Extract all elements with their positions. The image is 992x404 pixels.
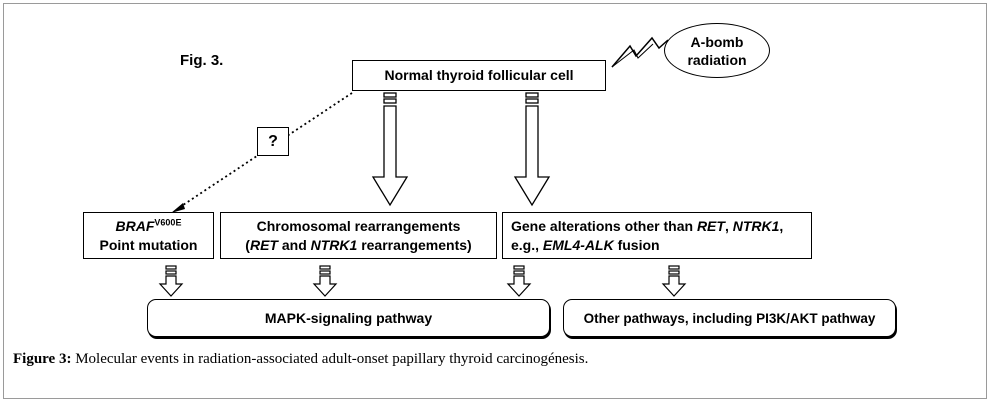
gene-line2: e.g., EML4-ALK fusion: [511, 236, 660, 255]
hollow-arrow-chromosomal: [371, 92, 409, 207]
small-arrow-gene-mapk: [506, 265, 532, 297]
chrom-and: and: [277, 236, 311, 253]
caption-label: Figure 3:: [13, 351, 72, 367]
lightning-bolt-inner: [611, 43, 654, 68]
other-pathways-box: Other pathways, including PI3K/AKT pathw…: [563, 299, 896, 337]
question-box: ?: [257, 127, 289, 156]
gene-ntrk1: NTRK1: [732, 217, 780, 234]
chrom-line1: Chromosomal rearrangements: [256, 217, 461, 234]
question-mark: ?: [268, 132, 278, 150]
normal-cell-box: Normal thyroid follicular cell: [352, 60, 606, 91]
gene-eg: e.g.,: [511, 236, 543, 253]
small-arrow-braf: [158, 265, 184, 297]
chrom-paren: (: [245, 236, 250, 253]
small-arrow-gene-other: [661, 265, 687, 297]
figure-caption: Figure 3: Molecular events in radiation-…: [13, 351, 588, 368]
dotted-arrow: [179, 92, 353, 208]
braf-box: BRAFV600E Point mutation: [83, 212, 214, 259]
chrom-ret: RET: [249, 236, 278, 253]
gene-fusion: fusion: [613, 236, 660, 253]
abomb-ellipse: A-bomb radiation: [664, 23, 770, 78]
braf-superscript: V600E: [154, 216, 182, 227]
gene-eml4: EML4-ALK: [542, 236, 614, 253]
normal-cell-text: Normal thyroid follicular cell: [384, 67, 574, 83]
gene-comma: ,: [724, 217, 733, 234]
dotted-arrow-head: [171, 203, 185, 213]
caption-text: Molecular events in radiation-associated…: [71, 351, 589, 367]
braf-line2: Point mutation: [99, 236, 198, 253]
gene-comma2: ,: [779, 217, 784, 234]
small-arrow-chrom: [312, 265, 338, 297]
braf-line1: BRAFV600E: [116, 217, 182, 236]
lightning-bolt: [611, 36, 669, 68]
figure-frame: [3, 3, 987, 399]
other-pathways-text: Other pathways, including PI3K/AKT pathw…: [583, 310, 876, 326]
chrom-tail: rearrangements): [357, 236, 472, 253]
hollow-arrow-gene: [513, 92, 551, 207]
chrom-line2: (RET and NTRK1 rearrangements): [245, 236, 471, 255]
gene-prefix: Gene alterations other than: [511, 217, 697, 234]
gene-alterations-box: Gene alterations other than RET, NTRK1, …: [502, 212, 812, 259]
gene-ret: RET: [696, 217, 725, 234]
abomb-line1: A-bomb: [690, 33, 744, 50]
chrom-ntrk1: NTRK1: [310, 236, 358, 253]
gene-line1: Gene alterations other than RET, NTRK1,: [511, 217, 783, 236]
chromosomal-box: Chromosomal rearrangements (RET and NTRK…: [220, 212, 497, 259]
mapk-box: MAPK-signaling pathway: [147, 299, 550, 337]
braf-gene: BRAF: [115, 217, 155, 234]
abomb-line2: radiation: [687, 51, 747, 68]
mapk-text: MAPK-signaling pathway: [264, 309, 433, 326]
figure-label: Fig. 3.: [180, 52, 224, 69]
